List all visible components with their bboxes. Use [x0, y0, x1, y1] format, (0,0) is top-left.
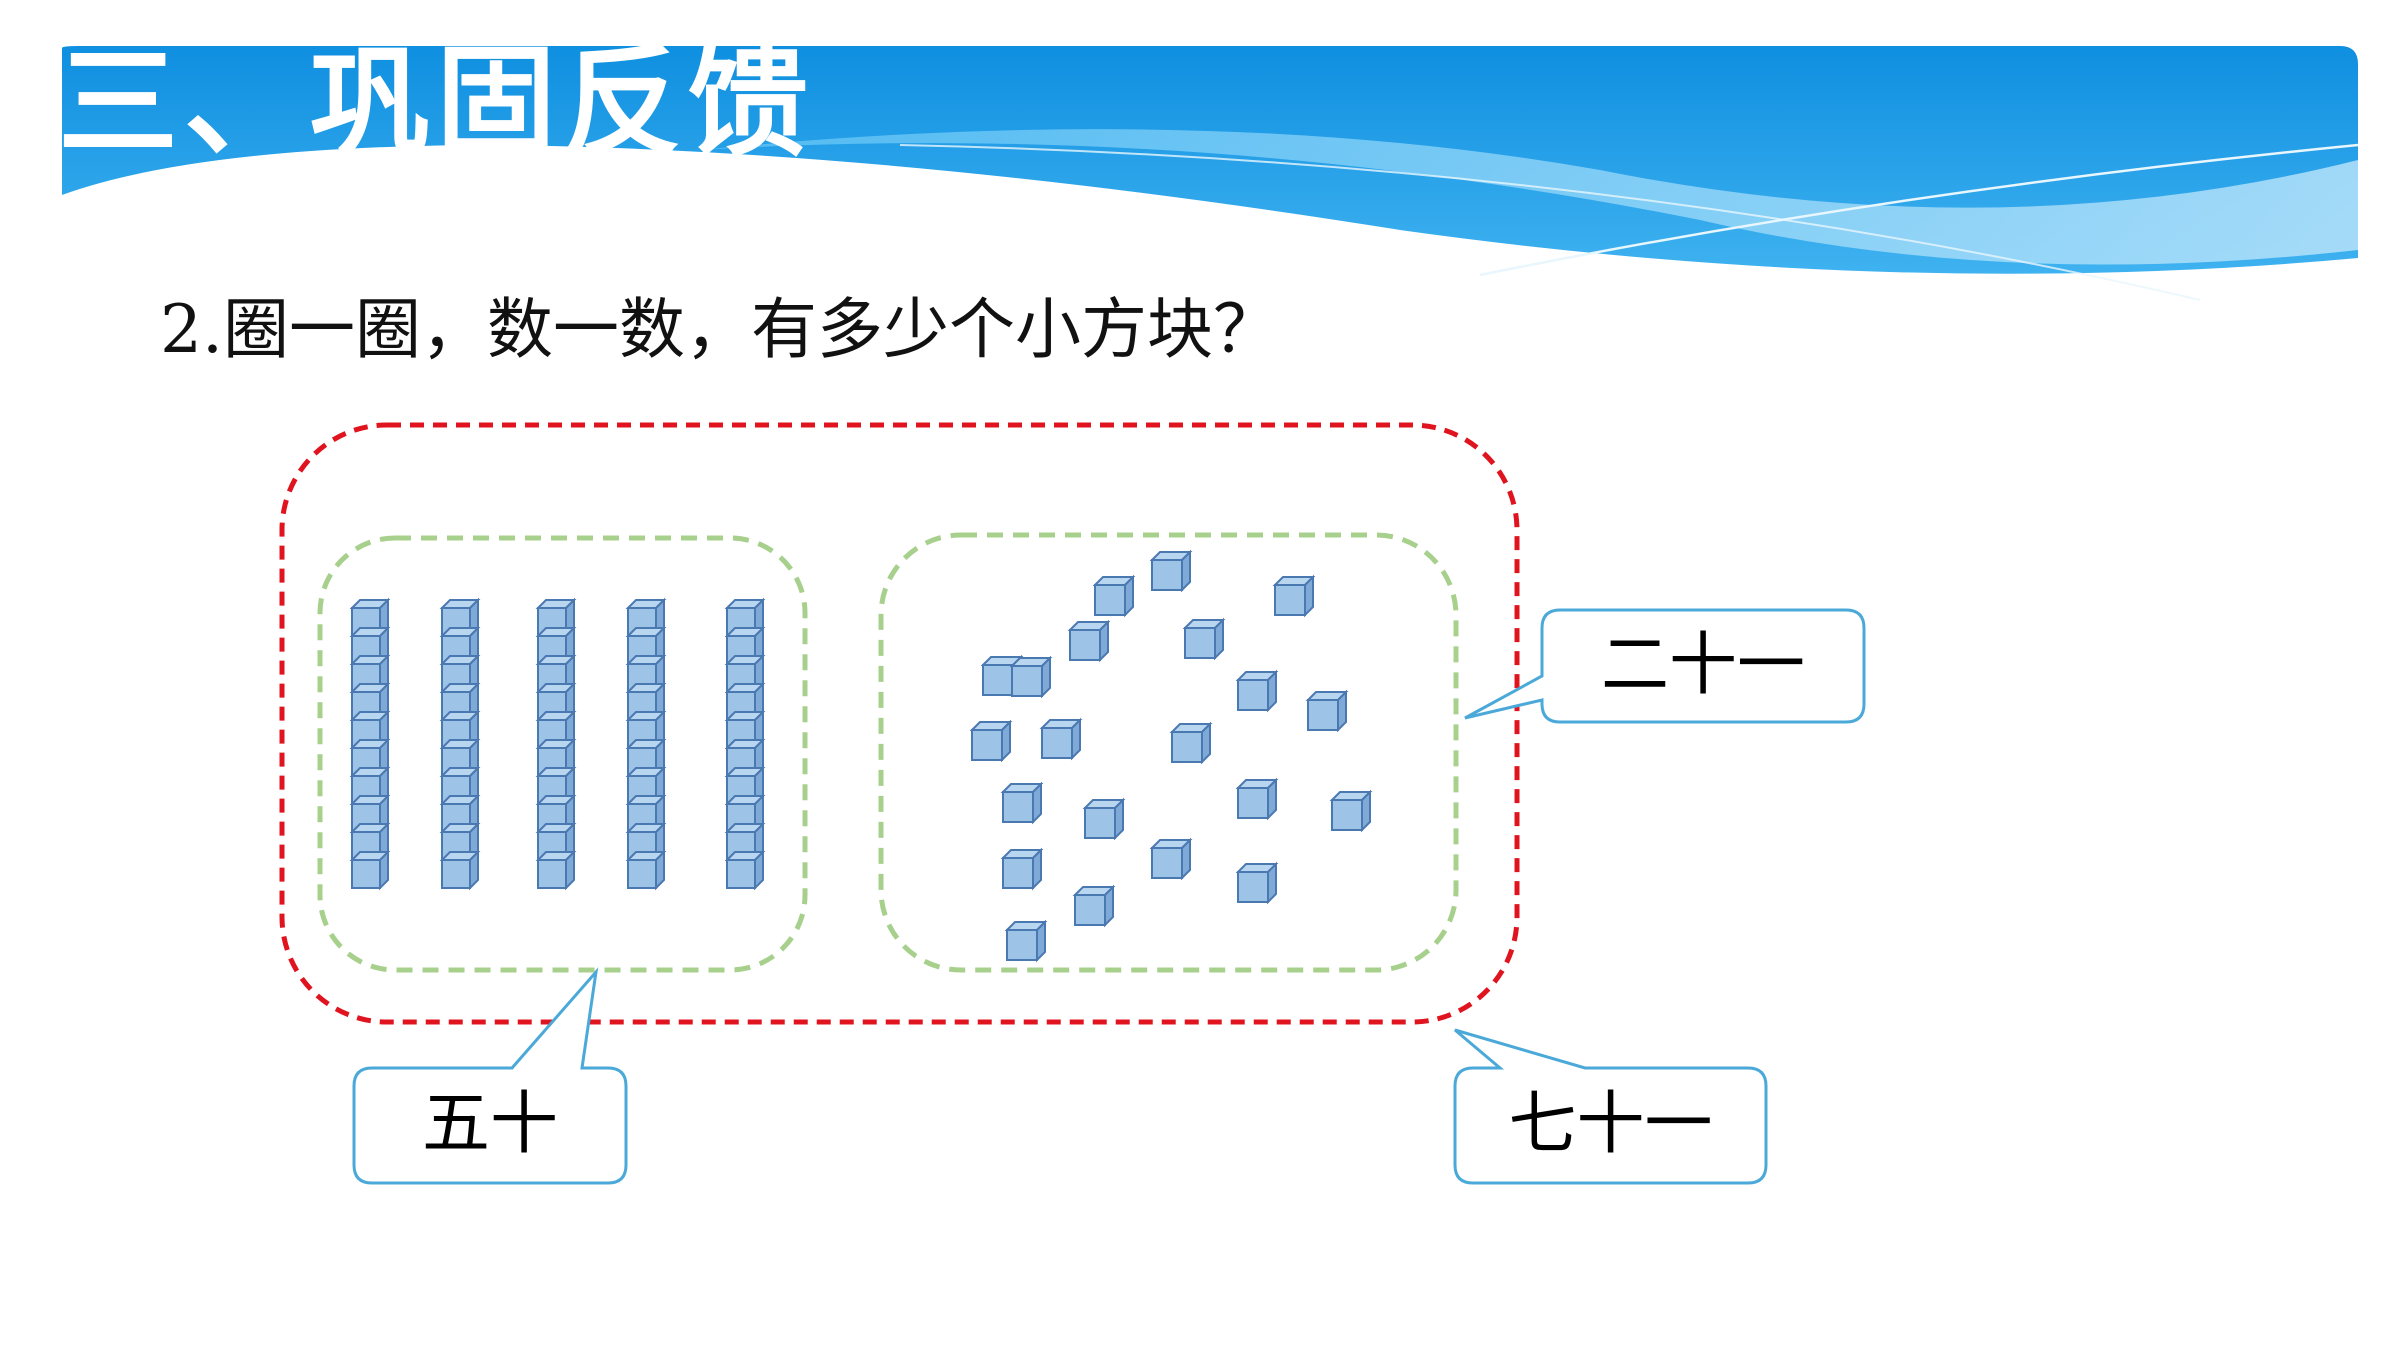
unit-cube	[1235, 861, 1279, 905]
unit-cube	[1272, 574, 1316, 618]
callout-ones-box	[1464, 608, 1866, 724]
unit-cube	[1009, 655, 1053, 699]
unit-cube	[1149, 837, 1193, 881]
callout-total-box	[1453, 1028, 1768, 1185]
outer-group-boundary	[279, 422, 1520, 1025]
tens-rod	[724, 597, 766, 891]
callout-tens-box	[352, 967, 628, 1185]
unit-cube	[1235, 669, 1279, 713]
header-banner	[62, 46, 2359, 301]
unit-cube	[1000, 781, 1044, 825]
unit-cube	[1169, 721, 1213, 765]
rod-unit-cube	[724, 849, 766, 891]
tens-rod	[349, 597, 391, 891]
question-text: 2.圈一圈，数一数，有多少个小方块？	[160, 291, 1279, 368]
unit-cube	[1182, 617, 1226, 661]
rod-unit-cube	[535, 709, 577, 751]
unit-cube	[1329, 789, 1373, 833]
tens-rod	[625, 597, 667, 891]
tens-rod	[535, 597, 577, 891]
unit-cube	[1039, 717, 1083, 761]
tens-group-boundary	[317, 535, 808, 973]
rod-unit-cube	[349, 849, 391, 891]
unit-cube	[969, 719, 1013, 763]
rod-unit-cube	[724, 597, 766, 639]
tens-rods	[349, 597, 766, 891]
unit-cube	[1004, 919, 1048, 963]
callout-tens-label: 五十	[421, 1085, 558, 1164]
unit-cube	[1072, 884, 1116, 928]
callout-ones-label: 二十一	[1600, 626, 1805, 705]
slide-title: 三、巩固反馈	[58, 34, 814, 173]
tens-rod	[439, 597, 481, 891]
unit-cube	[1082, 797, 1126, 841]
rod-unit-cube	[625, 849, 667, 891]
rod-unit-cube	[439, 849, 481, 891]
unit-cube	[1067, 619, 1111, 663]
unit-cube	[1149, 549, 1193, 593]
rod-unit-cube	[535, 849, 577, 891]
unit-cube	[1092, 574, 1136, 618]
unit-cube	[1000, 847, 1044, 891]
unit-cube	[1305, 689, 1349, 733]
callout-total-label: 七十一	[1508, 1085, 1713, 1164]
ones-group-boundary	[878, 532, 1459, 973]
loose-cubes	[969, 549, 1373, 963]
unit-cube	[1235, 777, 1279, 821]
